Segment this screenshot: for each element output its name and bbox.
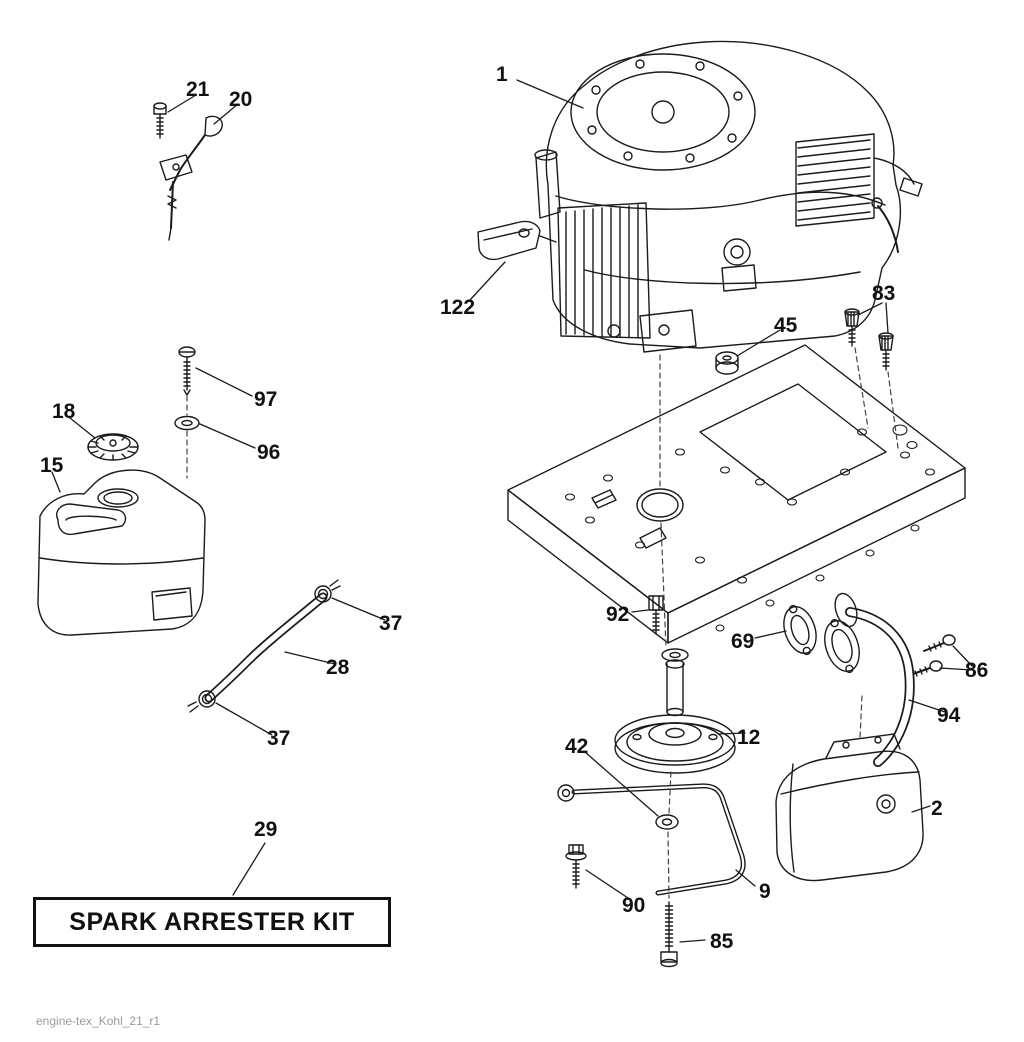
washer-96-drawing <box>174 415 200 431</box>
callout-69: 69 <box>731 630 755 653</box>
callout-86: 86 <box>965 659 989 682</box>
bolt-92-drawing <box>648 595 664 635</box>
callout-94: 94 <box>937 704 961 727</box>
bracket-122-drawing <box>477 220 557 261</box>
screw-97-drawing <box>178 346 196 396</box>
callout-20: 20 <box>229 88 253 111</box>
callout-1: 1 <box>496 63 508 86</box>
callout-45: 45 <box>774 314 798 337</box>
callout-12: 12 <box>737 726 761 749</box>
washer-42-drawing <box>655 814 679 830</box>
callout-42: 42 <box>565 735 589 758</box>
callout-92: 92 <box>606 603 630 626</box>
pulley-12-drawing <box>614 648 736 774</box>
callout-83: 83 <box>872 282 896 305</box>
fuel-cap-drawing <box>87 433 139 461</box>
drawing-reference-code: engine-tex_Kohl_21_r1 <box>36 1014 161 1028</box>
choke-control-drawing <box>159 115 223 241</box>
callout-21: 21 <box>186 78 210 101</box>
thumbscrews-83-drawing <box>844 308 894 371</box>
leader-lines <box>51 79 973 943</box>
fuel-tank-drawing <box>37 469 206 636</box>
nut-45-drawing <box>715 351 739 375</box>
chassis-plate-drawing <box>507 344 966 644</box>
callout-90: 90 <box>622 894 646 917</box>
callout-15: 15 <box>40 454 64 477</box>
callout-9: 9 <box>759 880 771 903</box>
bolt-85-drawing <box>660 901 678 968</box>
alignment-lines <box>186 347 899 899</box>
callout-97: 97 <box>254 388 278 411</box>
callout-28: 28 <box>326 656 350 679</box>
screws-86-drawing <box>909 634 956 677</box>
clamp-37-upper-drawing <box>314 579 341 603</box>
callout-18: 18 <box>52 400 76 423</box>
callout-2: 2 <box>931 797 943 820</box>
callout-96: 96 <box>257 441 281 464</box>
exhaust-pipe-94-drawing <box>834 592 915 767</box>
engine-assembly-drawing <box>534 40 923 353</box>
callout-122: 122 <box>440 296 476 319</box>
callout-29: 29 <box>254 818 278 841</box>
fuel-hose-drawing <box>204 592 328 703</box>
spark-arrester-kit-box: SPARK ARRESTER KIT <box>33 897 391 947</box>
clamp-37-lower-drawing <box>187 690 216 713</box>
muffler-2-drawing <box>775 733 924 882</box>
callout-85: 85 <box>710 930 734 953</box>
spark-arrester-kit-label: SPARK ARRESTER KIT <box>69 907 355 936</box>
rod-9-drawing <box>557 783 746 896</box>
gaskets-69-drawing <box>783 604 860 674</box>
screw-21-drawing <box>153 102 167 139</box>
callout-37-lower: 37 <box>267 727 291 750</box>
bolt-90-drawing <box>565 844 587 889</box>
callout-37-upper: 37 <box>379 612 403 635</box>
